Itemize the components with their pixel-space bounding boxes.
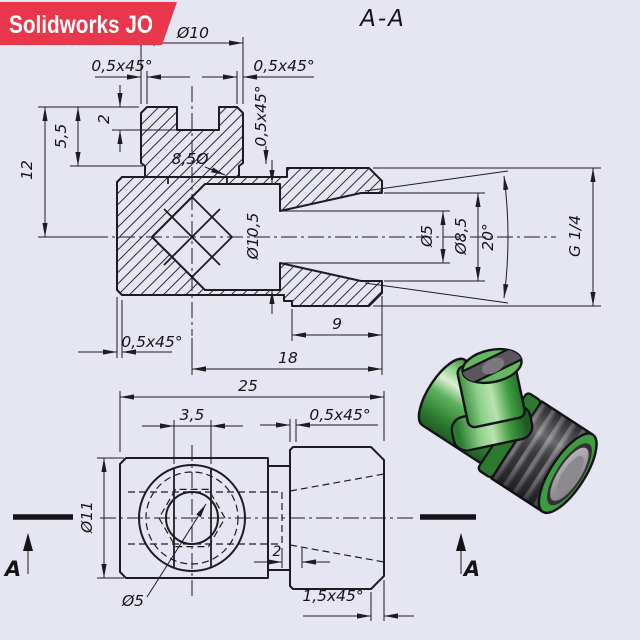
dim-slot-depth: 2 — [95, 85, 179, 152]
head-hidden-circle — [145, 471, 239, 565]
dim-height-to-axis: 12 — [18, 106, 139, 238]
section-outline — [116, 106, 383, 307]
dim-label: 0,5x45° — [253, 57, 314, 75]
top-view-dimensions: 25 3,5 0,5x45° Ø11 — [78, 377, 414, 621]
drill-cone-diamond — [151, 196, 233, 278]
top-view-outline — [119, 446, 385, 590]
dim-label: 20° — [479, 223, 497, 250]
cut-label: A — [3, 557, 21, 581]
dim-dia-body: Ø11 — [78, 457, 124, 579]
dim-label: 25 — [238, 377, 258, 395]
dim-thread-length: 9 — [291, 309, 382, 341]
dim-label: Ø10 — [176, 24, 209, 42]
render-3d — [417, 344, 598, 515]
render-slot-hole — [481, 357, 505, 375]
dim-cone-angle: 20° — [364, 170, 509, 304]
dim-label: 1,5x45° — [302, 587, 363, 605]
render-bore-hole — [556, 455, 584, 494]
section-view: Ø10 0,5x45° 0,5x45° 2 — [18, 24, 601, 375]
logo-text: Solidworks JO — [9, 11, 153, 39]
dim-label: 0,5x45° — [121, 333, 182, 351]
dim-tip-length: 2 — [254, 544, 330, 568]
dim-label: 0,5x45° — [91, 57, 152, 75]
dim-thread-chamfer: 0,5x45° — [260, 406, 378, 442]
dim-label: 5,5 — [52, 124, 70, 149]
dim-label: 2 — [95, 114, 113, 124]
centerlines — [100, 445, 414, 600]
dim-dia-hole: Ø5 — [121, 503, 207, 610]
dim-end-chamfer: 1,5x45° — [302, 580, 414, 621]
dim-head-height: 5,5 — [52, 107, 143, 167]
section-dimensions: Ø10 0,5x45° 0,5x45° 2 — [18, 24, 601, 375]
dim-chamfer-head-right: 0,5x45° — [202, 57, 315, 104]
dim-label: Ø5 — [418, 225, 436, 248]
dim-chamfer-head-left: 0,5x45° — [91, 57, 190, 104]
dim-dia-cone-small: Ø5 — [283, 210, 450, 264]
top-view: 25 3,5 0,5x45° Ø11 — [3, 377, 480, 621]
dim-chamfer-step: 0,5x45° — [252, 85, 270, 164]
section-title: A-A — [358, 6, 406, 32]
dim-label: 18 — [278, 349, 298, 367]
hole-circle — [165, 491, 219, 545]
dim-label: Ø8,5 — [452, 218, 470, 256]
hex-hidden — [158, 488, 226, 548]
dim-label: 12 — [18, 160, 36, 180]
dim-label: 8,5Ø — [172, 150, 210, 168]
dim-label: Ø10,5 — [244, 213, 262, 261]
dim-length-from-axis: 18 — [191, 296, 383, 375]
cut-label: A — [462, 557, 480, 581]
render-cap — [450, 344, 534, 452]
dim-thread-spec: G 1/4 — [373, 167, 601, 307]
dim-label: 9 — [332, 315, 342, 333]
section-cut-left: A — [3, 514, 73, 581]
dim-chamfer-body-left: 0,5x45° — [78, 297, 183, 358]
dim-label: Ø11 — [78, 501, 96, 534]
head-outer-circle — [138, 464, 246, 572]
head-section — [141, 107, 243, 177]
dim-overall-length: 25 — [119, 377, 385, 452]
dim-label: 0,5x45° — [309, 406, 370, 424]
section-cut-right: A — [420, 514, 480, 581]
dim-label: 0,5x45° — [252, 85, 270, 146]
dim-label: 3,5 — [180, 406, 205, 424]
dim-label: 2 — [273, 544, 282, 560]
dim-label: Ø5 — [121, 592, 144, 610]
logo-banner — [0, 2, 177, 45]
dim-slot-width: 3,5 — [142, 406, 243, 464]
dim-dia-bore: Ø10,5 — [244, 160, 275, 314]
dim-dia-cone-large: Ø8,5 — [384, 192, 485, 282]
dim-label: G 1/4 — [566, 215, 584, 257]
dim-dia-vertical-hole: 8,5Ø — [172, 150, 226, 176]
logo: Solidworks JO — [0, 2, 177, 45]
